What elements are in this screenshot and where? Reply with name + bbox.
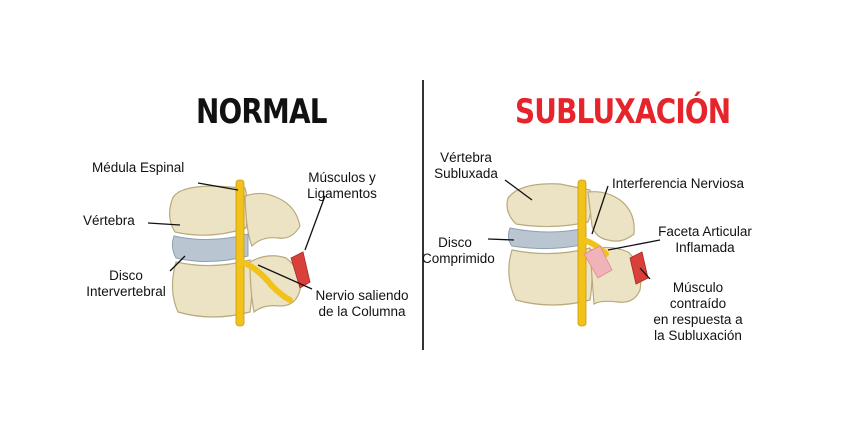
- normal-lower-vertebra: [171, 259, 253, 318]
- normal-spinal-cord: [235, 179, 245, 327]
- subluxation-spinal-cord: [577, 179, 587, 327]
- center-divider: [422, 80, 424, 350]
- label-interferencia-nerviosa: Interferencia Nerviosa: [612, 176, 745, 191]
- subluxated-vertebra: [506, 183, 593, 228]
- normal-upper-process: [244, 192, 301, 248]
- compressed-disc: [507, 227, 587, 250]
- normal-muscle: [290, 251, 311, 289]
- lower-vertebra: [508, 247, 593, 306]
- normal-title: NORMAL: [196, 92, 327, 132]
- label-vertebra: Vértebra: [83, 213, 135, 228]
- normal-disc: [171, 233, 249, 263]
- subluxated-process: [587, 191, 635, 242]
- contracted-muscle: [629, 251, 649, 285]
- inflamed-facet: [583, 245, 613, 279]
- label-musculo-contraido: Músculo contraído en respuesta a la Subl…: [653, 280, 743, 343]
- pinched-nerve: [581, 237, 609, 257]
- normal-spine-diagram: [147, 179, 326, 327]
- normal-exiting-nerve: [239, 259, 293, 303]
- label-medula-espinal: Médula Espinal: [92, 160, 185, 175]
- subluxation-spine-diagram: [487, 179, 661, 327]
- subluxation-title: SUBLUXACIÓN: [515, 92, 731, 132]
